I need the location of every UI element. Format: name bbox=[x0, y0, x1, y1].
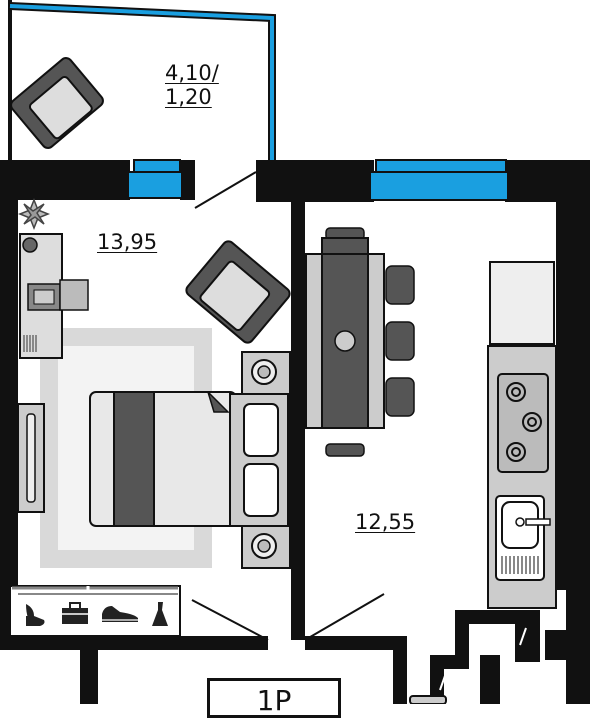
window-right bbox=[369, 159, 509, 202]
balcony bbox=[8, 0, 276, 162]
wardrobe bbox=[9, 585, 181, 637]
dining-table bbox=[305, 227, 415, 457]
armchair bbox=[185, 240, 291, 344]
balcony-area-label: 4,10/ 1,20 bbox=[165, 61, 219, 109]
stair-lines bbox=[439, 627, 527, 691]
balcony-armchair bbox=[10, 57, 104, 149]
living-room-area-label: 13,95 bbox=[97, 230, 158, 254]
plant-icon bbox=[17, 197, 51, 231]
desk bbox=[19, 233, 89, 359]
kitchen-counter bbox=[487, 261, 557, 609]
unit-type-label: 1Р bbox=[207, 678, 341, 718]
sink bbox=[495, 495, 551, 581]
stair-fixture bbox=[409, 695, 447, 704]
kitchen-area-label: 12,55 bbox=[355, 510, 416, 534]
floor-plan bbox=[0, 0, 590, 704]
walls bbox=[0, 160, 590, 704]
tv-stand bbox=[17, 403, 45, 513]
nightstand-lamp-bottom bbox=[251, 533, 277, 559]
doors bbox=[191, 171, 385, 641]
sneaker-icon bbox=[102, 606, 138, 622]
nightstand-lamp-top bbox=[251, 359, 277, 385]
balcony-area-line1: 4,10/ bbox=[165, 61, 219, 85]
stove-burners bbox=[506, 382, 542, 462]
briefcase-icon bbox=[62, 602, 88, 624]
window-left bbox=[127, 159, 183, 200]
high-heel-shoe-icon bbox=[26, 604, 45, 626]
balcony-area-line2: 1,20 bbox=[165, 85, 212, 109]
bed bbox=[89, 351, 291, 569]
dress-icon bbox=[152, 602, 168, 626]
